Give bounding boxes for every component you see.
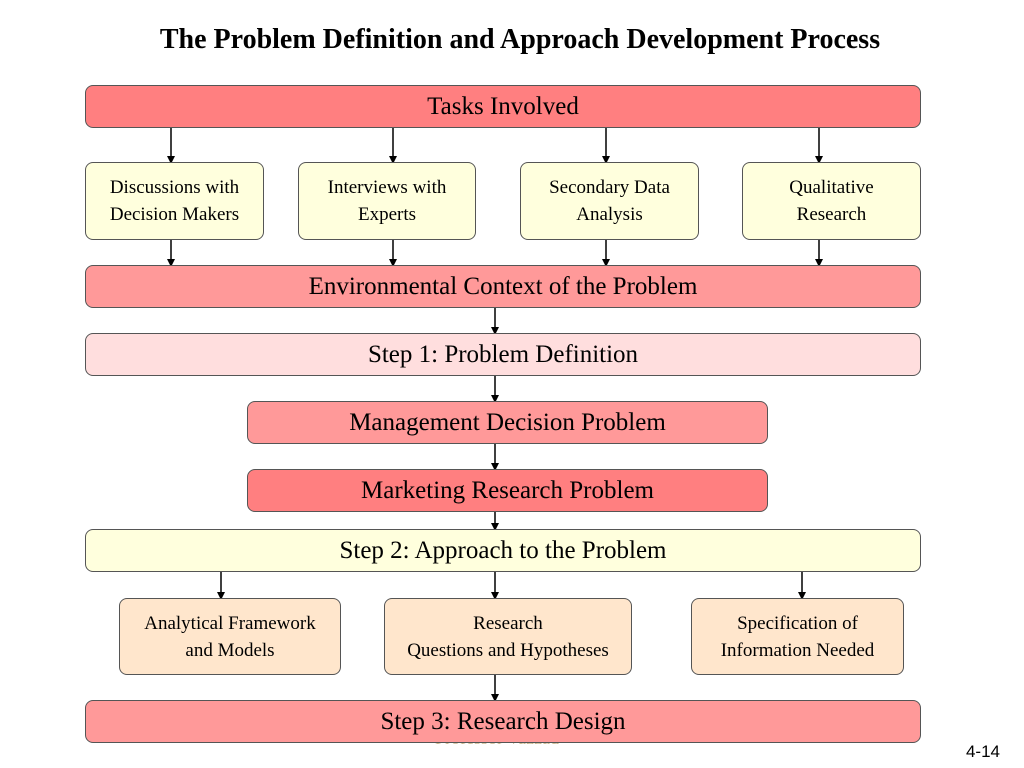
step2-box: Step 2: Approach to the Problem xyxy=(85,529,921,572)
diagram-title: The Problem Definition and Approach Deve… xyxy=(159,24,881,55)
research-questions-box: Research Questions and Hypotheses xyxy=(384,598,632,675)
environmental-context-box: Environmental Context of the Problem xyxy=(85,265,921,308)
task-interviews-box: Interviews with Experts xyxy=(298,162,476,240)
step1-box: Step 1: Problem Definition xyxy=(85,333,921,376)
information-needed-box: Specification of Information Needed xyxy=(691,598,904,675)
slide-number: 4-14 xyxy=(965,742,1000,761)
marketing-research-problem-box: Marketing Research Problem xyxy=(247,469,768,512)
task-secondary-data-box: Secondary Data Analysis xyxy=(520,162,699,240)
task-discussions-box: Discussions with Decision Makers xyxy=(85,162,264,240)
management-decision-problem-box: Management Decision Problem xyxy=(247,401,768,444)
analytical-framework-box: Analytical Framework and Models xyxy=(119,598,341,675)
task-qualitative-box: Qualitative Research xyxy=(742,162,921,240)
step3-box: Step 3: Research Design xyxy=(85,700,921,743)
tasks-involved-box: Tasks Involved xyxy=(85,85,921,128)
